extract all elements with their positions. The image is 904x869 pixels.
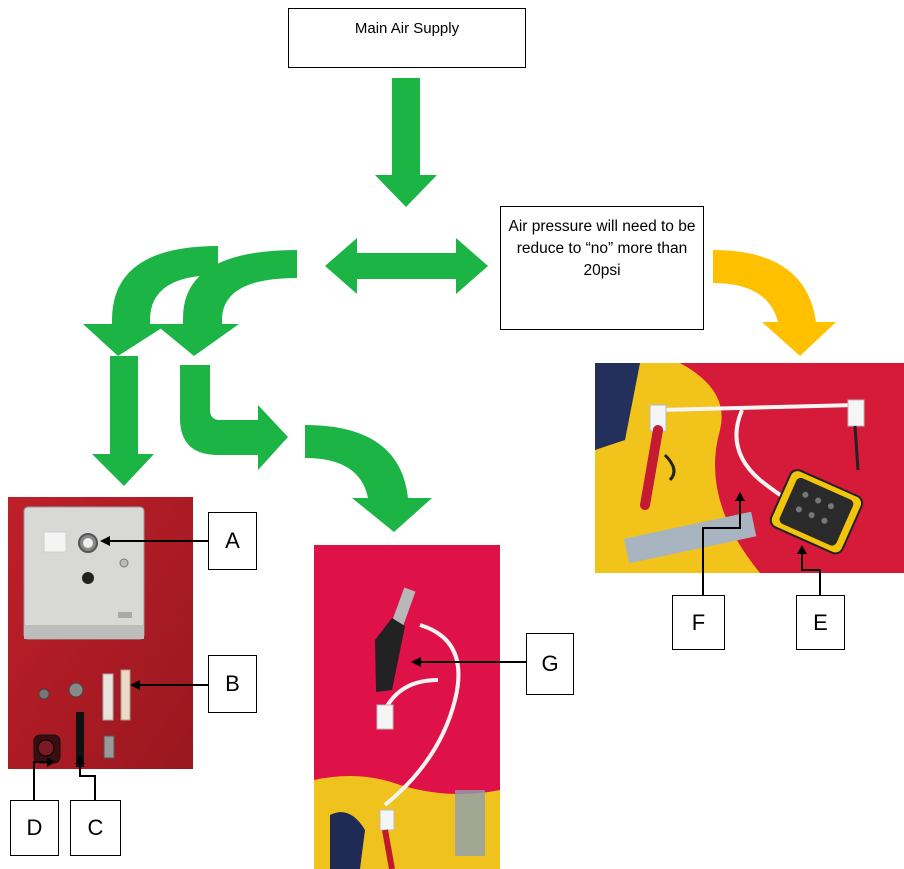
photo-regulator-kit [8,497,193,769]
arrow-elbow-right [180,365,288,470]
photo-gauge-vest [595,363,904,573]
main-air-supply-text: Main Air Supply [354,20,460,37]
label-d: D [10,800,59,856]
arrow-down-main [375,78,437,207]
leader-line-d [33,761,52,800]
label-e: E [796,595,845,650]
leader-line-c [79,758,96,800]
photo-adapter-hose [314,545,500,869]
arrow-curve-left-outer [83,246,218,356]
arrow-double-horizontal [325,238,488,294]
label-a: A [208,512,257,570]
arrow-curve-down-adapter [305,425,432,532]
pressure-note-box: Air pressure will need to be reduce to “… [500,206,704,330]
arrow-curve-yellow [713,250,836,356]
label-g: G [526,633,574,695]
label-f: F [672,595,725,650]
label-c: C [70,800,121,856]
leader-line-f [702,496,741,595]
main-air-supply-box: Main Air Supply [288,8,526,68]
leader-lines [33,496,821,800]
pressure-note-text: Air pressure will need to be reduce to “… [508,218,696,279]
leader-arrowheads [47,492,807,767]
label-b: B [208,655,257,713]
green-arrows [83,78,488,532]
leader-line-e [801,548,821,595]
arrow-down-kit [92,356,154,486]
arrow-curve-left-inner [155,250,297,356]
